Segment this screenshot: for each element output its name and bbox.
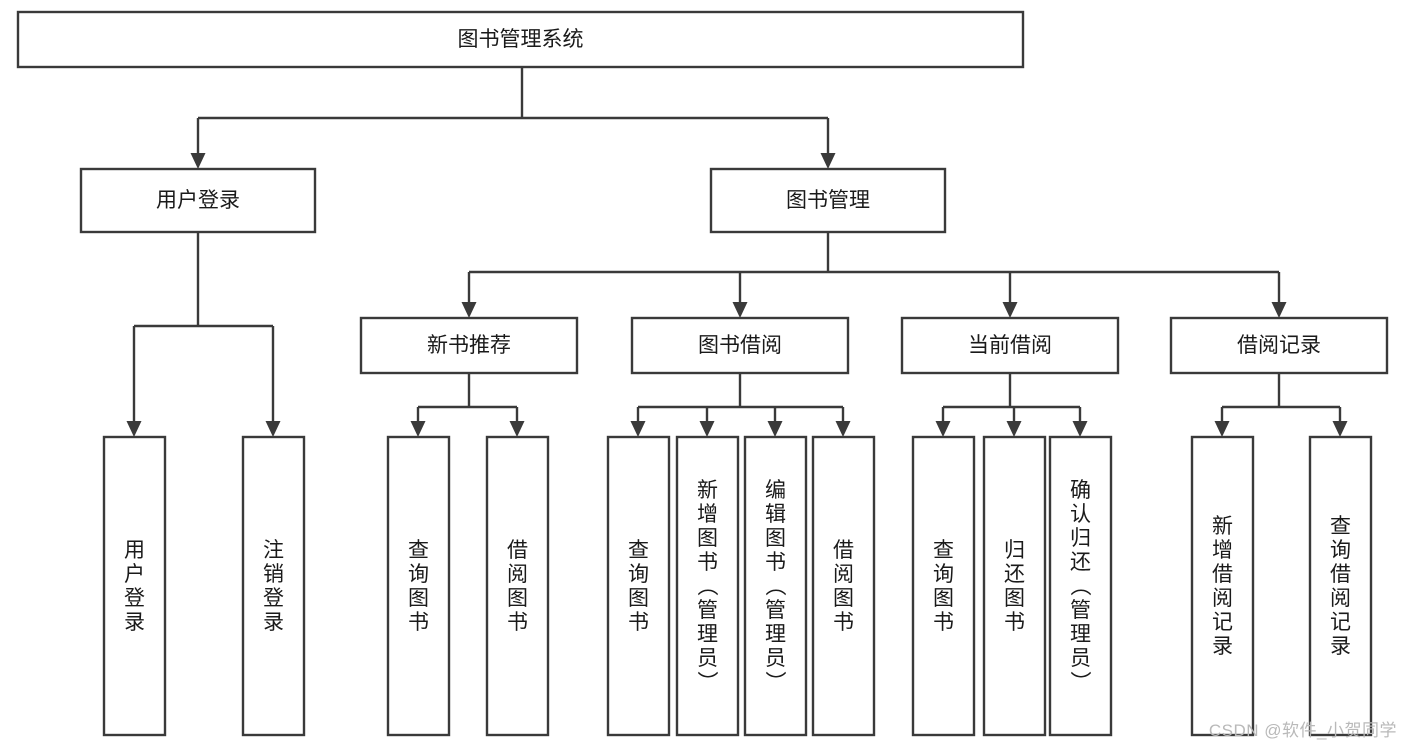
leaf-branch-0-arrowhead bbox=[410, 421, 426, 437]
leaf-branch-1-arrowhead bbox=[509, 421, 525, 437]
node-leaf-1[interactable]: 注销登录 bbox=[241, 435, 306, 737]
node-leaf-2-label: 查询图书 bbox=[408, 539, 429, 634]
user-login-branch-0-arrowhead bbox=[126, 421, 142, 437]
level3-branch-1-arrowhead bbox=[732, 302, 748, 318]
node-leaf-10-box[interactable] bbox=[1048, 435, 1113, 737]
node-root-system[interactable]: 图书管理系统 bbox=[16, 10, 1025, 69]
node-level2-1-box[interactable] bbox=[709, 167, 947, 234]
node-leaf-12-label: 查询借阅记录 bbox=[1330, 515, 1351, 658]
node-level3-3[interactable]: 借阅记录 bbox=[1169, 316, 1389, 375]
node-leaf-9-box[interactable] bbox=[982, 435, 1047, 737]
node-leaf-11-label: 新增借阅记录 bbox=[1212, 515, 1233, 658]
node-leaf-4-box[interactable] bbox=[606, 435, 671, 737]
node-level2-1-label: 图书管理 bbox=[786, 189, 870, 212]
node-level3-0-box[interactable] bbox=[359, 316, 579, 375]
node-leaf-9-label: 归还图书 bbox=[1004, 539, 1025, 634]
node-leaf-0-label: 用户登录 bbox=[124, 539, 145, 634]
node-level3-0-label: 新书推荐 bbox=[427, 334, 511, 357]
node-leaf-3-label: 借阅图书 bbox=[507, 539, 528, 634]
connector-lines-group bbox=[126, 67, 1348, 437]
node-leaf-9[interactable]: 归还图书 bbox=[982, 435, 1047, 737]
node-leaf-2[interactable]: 查询图书 bbox=[386, 435, 451, 737]
node-level3-1[interactable]: 图书借阅 bbox=[630, 316, 850, 375]
node-leaf-8[interactable]: 查询图书 bbox=[911, 435, 976, 737]
node-leaf-12[interactable]: 查询借阅记录 bbox=[1308, 435, 1373, 737]
node-leaf-1-label: 注销登录 bbox=[263, 539, 284, 634]
node-leaf-7-box[interactable] bbox=[811, 435, 876, 737]
node-leaf-0-box[interactable] bbox=[102, 435, 167, 737]
node-leaf-5-box[interactable] bbox=[675, 435, 740, 737]
node-level3-2-label: 当前借阅 bbox=[968, 334, 1052, 357]
node-leaf-11[interactable]: 新增借阅记录 bbox=[1190, 435, 1255, 737]
node-level2-1[interactable]: 图书管理 bbox=[709, 167, 947, 234]
node-leaf-5[interactable]: 新增图书（管理员） bbox=[675, 435, 740, 737]
node-leaf-11-box[interactable] bbox=[1190, 435, 1255, 737]
level2-branch-1-arrowhead bbox=[820, 153, 836, 169]
node-level3-2[interactable]: 当前借阅 bbox=[900, 316, 1120, 375]
node-leaf-2-box[interactable] bbox=[386, 435, 451, 737]
node-leaf-12-box[interactable] bbox=[1308, 435, 1373, 737]
node-leaf-3[interactable]: 借阅图书 bbox=[485, 435, 550, 737]
node-leaf-1-box[interactable] bbox=[241, 435, 306, 737]
node-leaf-5-label: 新增图书（管理员） bbox=[697, 479, 719, 694]
nodes-group: 图书管理系统用户登录图书管理新书推荐图书借阅当前借阅借阅记录用户登录注销登录查询… bbox=[16, 10, 1389, 737]
node-level3-2-box[interactable] bbox=[900, 316, 1120, 375]
leaf-branch-4-arrowhead bbox=[767, 421, 783, 437]
node-level3-1-box[interactable] bbox=[630, 316, 850, 375]
level2-branch-0-arrowhead bbox=[190, 153, 206, 169]
node-root-system-box[interactable] bbox=[16, 10, 1025, 69]
node-leaf-3-box[interactable] bbox=[485, 435, 550, 737]
node-level2-0-box[interactable] bbox=[79, 167, 317, 234]
level3-branch-0-arrowhead bbox=[461, 302, 477, 318]
leaf-branch-3-arrowhead bbox=[699, 421, 715, 437]
node-level2-0-label: 用户登录 bbox=[156, 189, 240, 212]
node-leaf-10[interactable]: 确认归还（管理员） bbox=[1048, 435, 1113, 737]
node-level3-1-label: 图书借阅 bbox=[698, 334, 782, 357]
level3-branch-2-arrowhead bbox=[1002, 302, 1018, 318]
user-login-branch-1-arrowhead bbox=[265, 421, 281, 437]
level3-branch-3-arrowhead bbox=[1271, 302, 1287, 318]
node-level3-3-box[interactable] bbox=[1169, 316, 1389, 375]
node-leaf-6[interactable]: 编辑图书（管理员） bbox=[743, 435, 808, 737]
node-root-system-label: 图书管理系统 bbox=[458, 28, 584, 51]
node-leaf-8-label: 查询图书 bbox=[933, 539, 954, 634]
node-leaf-8-box[interactable] bbox=[911, 435, 976, 737]
node-leaf-7-label: 借阅图书 bbox=[833, 539, 854, 634]
node-leaf-6-label: 编辑图书（管理员） bbox=[765, 479, 787, 694]
node-leaf-6-box[interactable] bbox=[743, 435, 808, 737]
leaf-branch-6-arrowhead bbox=[935, 421, 951, 437]
leaf-branch-2-arrowhead bbox=[630, 421, 646, 437]
watermark-text: CSDN @软件_小贺同学 bbox=[1208, 721, 1397, 740]
leaf-branch-10-arrowhead bbox=[1332, 421, 1348, 437]
leaf-branch-8-arrowhead bbox=[1072, 421, 1088, 437]
node-leaf-10-label: 确认归还（管理员） bbox=[1070, 479, 1092, 694]
node-level3-3-label: 借阅记录 bbox=[1237, 334, 1321, 357]
node-leaf-0[interactable]: 用户登录 bbox=[102, 435, 167, 737]
node-level3-0[interactable]: 新书推荐 bbox=[359, 316, 579, 375]
node-leaf-4[interactable]: 查询图书 bbox=[606, 435, 671, 737]
node-level2-0[interactable]: 用户登录 bbox=[79, 167, 317, 234]
node-leaf-4-label: 查询图书 bbox=[628, 539, 649, 634]
leaf-branch-5-arrowhead bbox=[835, 421, 851, 437]
leaf-branch-7-arrowhead bbox=[1006, 421, 1022, 437]
node-leaf-7[interactable]: 借阅图书 bbox=[811, 435, 876, 737]
leaf-branch-9-arrowhead bbox=[1214, 421, 1230, 437]
